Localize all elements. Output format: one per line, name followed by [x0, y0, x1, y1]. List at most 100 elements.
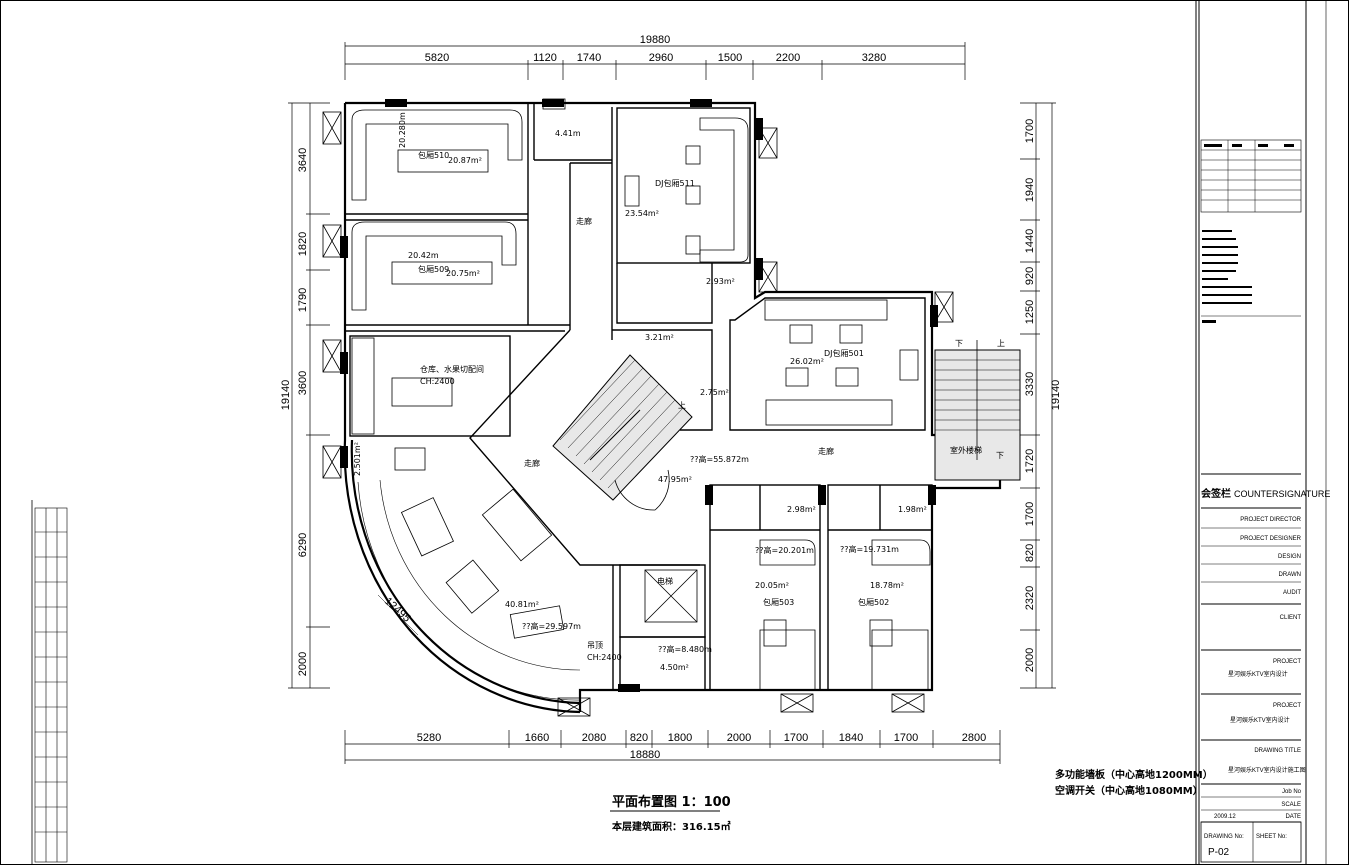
elevator-label: 电梯 — [657, 576, 673, 586]
dim-bottom-seg: 1700 — [894, 732, 918, 744]
room-label: 4.41m — [555, 129, 581, 138]
reception-counter — [614, 469, 670, 511]
room-label: 仓库、水果切配间 — [420, 364, 484, 374]
dim-bottom-seg: 5280 — [417, 732, 441, 744]
ext-stair-down-label: 下 — [955, 339, 963, 348]
room-area: 20.75m² — [446, 269, 480, 278]
dim-top-seg: 2960 — [649, 52, 673, 64]
dim-right-seg: 1440 — [1024, 229, 1036, 253]
sheet-no-label: SHEET No: — [1256, 834, 1287, 840]
left-dimensions — [288, 102, 330, 689]
central-staircase: 上 — [552, 354, 693, 501]
room-label: 2.75m² — [700, 388, 729, 397]
dim-bottom-seg: 2800 — [962, 732, 986, 744]
role-label: PROJECT DIRECTOR — [1240, 517, 1301, 523]
dim-bottom-seg: 820 — [630, 732, 648, 744]
dim-bottom-total: 18880 — [630, 749, 661, 761]
title-block — [1200, 139, 1302, 863]
drawing-name: 星河娱乐KTV室内设计施工图 — [1228, 766, 1306, 774]
dim-right-seg: 1700 — [1024, 502, 1036, 526]
title-block-header-marks — [1202, 144, 1294, 323]
room-area: CH:2400 — [420, 377, 455, 386]
room-area: CH:2400 — [587, 653, 622, 662]
dim-right-seg: 920 — [1024, 267, 1036, 285]
right-dimensions — [1020, 102, 1056, 689]
legend-item: 空调开关（中心高地1080MM） — [1055, 784, 1203, 797]
role-label: AUDIT — [1283, 590, 1301, 596]
drawing-no-label: DRAWING No: — [1204, 834, 1244, 840]
role-label: DESIGN — [1278, 554, 1301, 560]
dim-right-seg: 3330 — [1024, 372, 1036, 396]
corridor-label: 走廊 — [524, 458, 540, 468]
room-area: 2.501m² — [353, 442, 362, 476]
interior-walls — [345, 103, 933, 691]
drawing-title-label: DRAWING TITLE — [1254, 748, 1301, 754]
room-label: 3.21m² — [645, 333, 674, 342]
room-area: 23.54m² — [625, 209, 659, 218]
room-area: 2.98m² — [787, 505, 816, 514]
dim-top-seg: 1120 — [533, 52, 557, 64]
room-label: DJ包厢511 — [655, 178, 695, 188]
dim-top-seg: 5820 — [425, 52, 449, 64]
role-label: PROJECT DESIGNER — [1240, 536, 1302, 542]
job-no-label: Job No — [1282, 789, 1302, 795]
date-label: DATE — [1285, 814, 1301, 820]
dim-top-seg: 2200 — [776, 52, 800, 64]
room-ceiling: ??高=19.731m — [840, 544, 899, 554]
room-label: 包厢503 — [763, 597, 794, 607]
drawing-title: 平面布置图 1：100 — [612, 794, 731, 810]
project-label: PROJECT — [1273, 659, 1301, 665]
elevator — [644, 569, 698, 623]
corridor-label: 走廊 — [576, 216, 592, 226]
external-ac-units — [322, 98, 954, 717]
countersignature-cn: 会签栏 — [1201, 487, 1231, 500]
dim-left-seg: 6290 — [297, 533, 309, 557]
left-margin-table — [34, 507, 68, 863]
room-label: 2.93m² — [706, 277, 735, 286]
room-ceiling: ??高=20.201m — [755, 545, 814, 555]
dim-left-total: 19140 — [280, 380, 292, 411]
dim-right-seg: 820 — [1024, 544, 1036, 562]
ext-stair-down-label-2: 下 — [996, 451, 1004, 460]
room-ceiling: ??高=29.597m — [522, 621, 581, 631]
dim-bottom-seg: 1800 — [668, 732, 692, 744]
room-label: DJ包厢501 — [824, 348, 864, 358]
dim-right-seg: 2000 — [1024, 648, 1036, 672]
room-area: 1.98m² — [898, 505, 927, 514]
room-area: 4.50m² — [660, 663, 689, 672]
room-label: 包厢510 — [418, 150, 449, 160]
dim-left-seg: 2000 — [297, 652, 309, 676]
countersignature-en: COUNTERSIGNATURE — [1234, 489, 1330, 499]
room-label: 包厢509 — [418, 264, 449, 274]
dim-right-seg: 1250 — [1024, 300, 1036, 324]
dim-top-seg: 1500 — [718, 52, 742, 64]
client-label: CLIENT — [1280, 615, 1302, 621]
dim-bottom-seg: 1660 — [525, 732, 549, 744]
project-label: PROJECT — [1273, 703, 1301, 709]
room-label: 包厢502 — [858, 597, 889, 607]
furniture — [351, 109, 931, 701]
room-area: 40.81m² — [505, 600, 539, 609]
dim-left-seg: 3640 — [297, 148, 309, 172]
dim-left-seg: 1820 — [297, 232, 309, 256]
dim-right-seg: 2320 — [1024, 586, 1036, 610]
room-area: 26.02m² — [790, 357, 824, 366]
legend-item: 多功能墙板（中心高地1200MM） — [1055, 768, 1213, 781]
bottom-dimensions — [344, 730, 1001, 764]
dim-right-seg: 1940 — [1024, 178, 1036, 202]
stair-label: 室外楼梯 — [950, 445, 982, 455]
dim-top-seg: 3280 — [862, 52, 886, 64]
dim-left-seg: 3600 — [297, 371, 309, 395]
project-name: 星河娱乐KTV室内设计 — [1228, 670, 1288, 678]
room-area: 47.95m² — [658, 475, 692, 484]
room-area: 18.78m² — [870, 581, 904, 590]
room-label: 吊顶 — [587, 641, 603, 650]
dim-top-seg: 1740 — [577, 52, 601, 64]
drawing-no: P-02 — [1208, 847, 1230, 858]
role-label: DRAWN — [1279, 572, 1301, 578]
dim-right-seg: 1720 — [1024, 449, 1036, 473]
arc-radius-leader — [377, 594, 419, 636]
room-ceiling: 20.280m — [398, 112, 407, 148]
external-staircase: 下 上 下 — [934, 339, 1021, 481]
dim-bottom-seg: 2000 — [727, 732, 751, 744]
